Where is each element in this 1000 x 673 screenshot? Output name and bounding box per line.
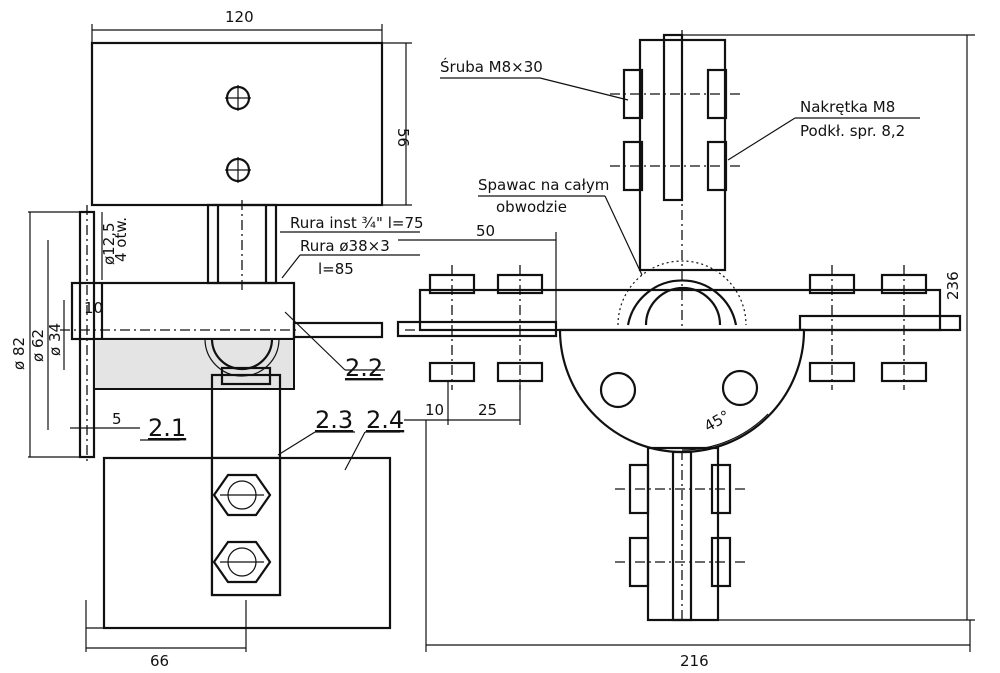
dim-62: ø 62	[29, 329, 47, 362]
half-disc	[558, 328, 806, 454]
dim-10-right: 10	[425, 401, 444, 419]
flat-bar-left-r	[396, 320, 558, 338]
flange-side	[93, 338, 295, 390]
note-podkl: Podkł. spr. 8,2	[800, 122, 905, 140]
flat-bar-right-r	[798, 314, 962, 332]
flat-bar-left	[292, 321, 384, 339]
note-sruba: Śruba M8×30	[440, 57, 543, 76]
dim-56: 56	[394, 128, 412, 147]
dim-82: ø 82	[10, 337, 28, 370]
nut-top	[220, 366, 272, 386]
dim-120: 120	[225, 8, 254, 26]
dim-216: 216	[680, 652, 709, 670]
right-view	[396, 30, 975, 652]
horizontal-arm	[418, 288, 942, 332]
dim-66: 66	[150, 652, 169, 670]
dim-5: 5	[112, 410, 122, 428]
vertical-arm-bottom	[646, 446, 720, 622]
disc-hole-left	[599, 371, 637, 409]
part-21: 2.1	[148, 414, 186, 442]
note-spawac-1: Spawac na całym	[478, 176, 609, 194]
note-spawac-2: obwodzie	[496, 198, 567, 216]
dim-34: ø 34	[46, 323, 64, 356]
note-rura-inst: Rura inst ¾" l=75	[290, 214, 424, 232]
part-24: 2.4	[366, 406, 404, 434]
dim-236: 236	[944, 271, 962, 300]
left-view	[28, 24, 420, 652]
flat-bar-top	[662, 33, 684, 202]
note-nakretka: Nakrętka M8	[800, 98, 895, 116]
part-22: 2.2	[345, 354, 383, 382]
note-rura-l85: l=85	[318, 260, 354, 278]
dim-10-left: 10	[84, 299, 103, 317]
dim-4otw: 4 otw.	[112, 217, 130, 262]
dim-50: 50	[476, 222, 495, 240]
disc-hole-right	[721, 369, 759, 407]
part-23: 2.3	[315, 406, 353, 434]
labels: 120 56 ø12,5 4 otw. ø 82 ø 62 ø 34 10 5 …	[10, 8, 962, 670]
weld-ring	[626, 279, 738, 326]
dim-25: 25	[478, 401, 497, 419]
hex-bolt-lower	[212, 540, 272, 584]
dim-125: ø12,5	[100, 222, 118, 265]
hex-bolt-upper	[212, 473, 272, 517]
note-rura-38: Rura ø38×3	[300, 237, 390, 255]
